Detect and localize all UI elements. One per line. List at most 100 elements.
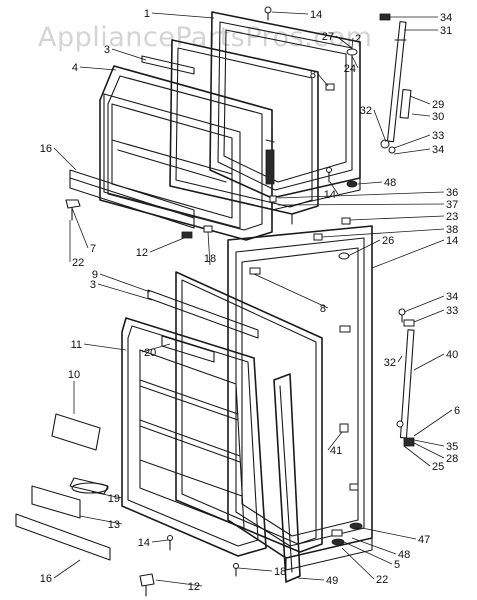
part-number-label: 14 bbox=[446, 235, 458, 247]
part-number-label: 8 bbox=[310, 69, 316, 81]
part-number-label: 9 bbox=[92, 269, 98, 281]
fresh-food-door-liner bbox=[121, 317, 267, 557]
leader-line bbox=[155, 579, 203, 587]
part-number-label: 1 bbox=[144, 8, 150, 20]
part-number-label: 26 bbox=[382, 235, 394, 247]
part-number-label: 7 bbox=[90, 243, 96, 255]
leader-line bbox=[91, 491, 123, 499]
leader-line bbox=[335, 35, 353, 49]
leader-line bbox=[373, 109, 387, 143]
leader-line bbox=[343, 541, 393, 565]
part-number-label: 20 bbox=[144, 347, 156, 359]
leader-line bbox=[371, 239, 445, 269]
leader-line bbox=[361, 527, 417, 540]
fresh-food-shelves bbox=[15, 413, 111, 561]
leader-line bbox=[347, 239, 381, 257]
leader-line bbox=[403, 445, 431, 467]
leader-line bbox=[341, 547, 375, 580]
part-number-label: 30 bbox=[432, 111, 444, 123]
leader-line bbox=[111, 48, 147, 61]
leader-line bbox=[99, 273, 151, 293]
part-number-label: 49 bbox=[326, 575, 338, 587]
leader-line bbox=[253, 273, 329, 309]
part-number-label: 11 bbox=[71, 339, 82, 351]
leader-line bbox=[317, 73, 329, 87]
part-number-label: 10 bbox=[68, 369, 80, 381]
part-number-label: 40 bbox=[446, 349, 458, 361]
part-number-label: 33 bbox=[432, 130, 444, 142]
part-number-label: 34 bbox=[440, 12, 452, 24]
freezer-hardware bbox=[65, 6, 358, 260]
leader-line bbox=[141, 343, 171, 353]
part-number-label: 24 bbox=[344, 63, 356, 75]
leader-line bbox=[351, 37, 354, 49]
leader-line bbox=[351, 55, 359, 69]
leader-line bbox=[349, 215, 445, 221]
part-number-label: 4 bbox=[72, 62, 78, 74]
leader-line bbox=[403, 295, 445, 313]
leader-line bbox=[357, 181, 383, 185]
freezer-door-liner bbox=[99, 65, 275, 241]
part-number-label: 36 bbox=[446, 187, 458, 199]
part-number-label: 33 bbox=[446, 305, 458, 317]
part-number-label: 34 bbox=[446, 291, 458, 303]
leader-line bbox=[321, 228, 445, 238]
leader-line bbox=[393, 134, 431, 149]
leader-line bbox=[207, 231, 211, 266]
part-number-label: 16 bbox=[40, 143, 52, 155]
part-number-label: 5 bbox=[394, 559, 400, 571]
leader-line bbox=[411, 113, 431, 117]
leader-line bbox=[393, 148, 431, 155]
leader-line bbox=[151, 12, 215, 19]
leader-line bbox=[409, 95, 431, 105]
leader-line bbox=[53, 559, 81, 579]
part-number-label: 32 bbox=[384, 357, 396, 369]
fresh-food-door-gasket bbox=[175, 271, 323, 553]
leader-line bbox=[413, 309, 445, 323]
part-number-label: 47 bbox=[418, 534, 430, 546]
fresh-food-hardware bbox=[139, 267, 363, 597]
fresh-food-door-handle bbox=[273, 373, 301, 583]
part-number-label: 6 bbox=[454, 405, 460, 417]
freezer-hinge-rod bbox=[379, 13, 412, 154]
leader-line bbox=[149, 237, 185, 253]
leader-line bbox=[327, 431, 343, 451]
part-number-label: 28 bbox=[446, 453, 458, 465]
part-number-label: 2 bbox=[355, 33, 361, 45]
part-number-label: 37 bbox=[446, 199, 458, 211]
leader-line bbox=[83, 343, 127, 351]
leader-line bbox=[297, 577, 325, 581]
leader-line bbox=[329, 181, 339, 195]
part-number-label: 32 bbox=[360, 105, 372, 117]
leader-line bbox=[413, 353, 445, 371]
leader-line bbox=[151, 539, 169, 543]
part-number-label: 25 bbox=[432, 461, 444, 473]
leader-line bbox=[79, 66, 117, 71]
freezer-shelf-rail bbox=[69, 169, 195, 229]
leader-line bbox=[413, 439, 445, 447]
part-number-label: 16 bbox=[40, 573, 52, 585]
part-number-label: 3 bbox=[104, 44, 110, 56]
part-number-label: 22 bbox=[376, 574, 388, 586]
part-number-label: 38 bbox=[446, 224, 458, 236]
part-number-label: 13 bbox=[108, 519, 120, 531]
part-number-label: 48 bbox=[398, 549, 410, 561]
part-number-label: 23 bbox=[446, 211, 458, 223]
leader-line bbox=[277, 203, 445, 206]
leader-line bbox=[97, 283, 153, 301]
leader-line bbox=[79, 515, 123, 525]
part-number-label: 35 bbox=[446, 441, 458, 453]
leader-line bbox=[397, 355, 403, 363]
part-number-label: 19 bbox=[108, 493, 120, 505]
part-number-label: 14 bbox=[324, 189, 336, 201]
freezer-breaker-strip bbox=[141, 55, 195, 75]
fresh-food-breaker-strip bbox=[147, 289, 259, 339]
part-number-label: 29 bbox=[432, 99, 444, 111]
part-number-label: 31 bbox=[440, 25, 452, 37]
leader-line bbox=[53, 147, 77, 171]
part-number-label: 3 bbox=[90, 279, 96, 291]
part-number-label: 27 bbox=[322, 31, 334, 43]
